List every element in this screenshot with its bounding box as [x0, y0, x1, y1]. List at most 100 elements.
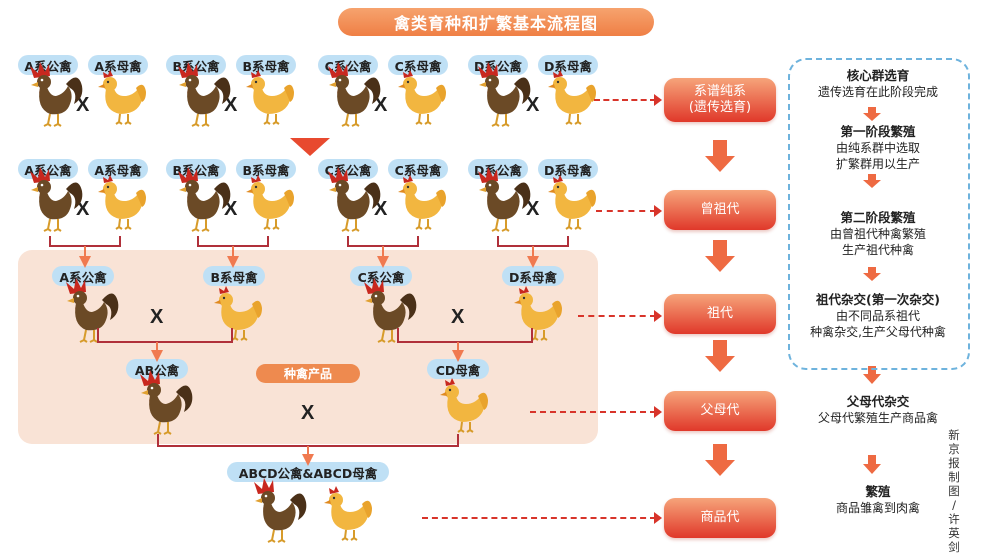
- credit-text: 新京报制图/许英剑: [948, 428, 960, 554]
- stage-great-grandparent: 曾祖代: [664, 190, 776, 230]
- row1-d-rooster-label: D系公禽: [468, 55, 528, 75]
- cross-mark: X: [526, 198, 540, 220]
- cross-mark: X: [526, 94, 540, 116]
- process-step-title: 祖代杂交(第一次杂交): [816, 292, 940, 307]
- rooster-icon: [477, 61, 532, 127]
- hen-icon: [97, 69, 147, 125]
- dash-arrowhead-icon: [654, 406, 662, 418]
- stage-parent: 父母代: [664, 391, 776, 431]
- dash-arrowhead-icon: [654, 512, 662, 524]
- row3-connectors: [97, 328, 533, 343]
- process-step-title: 父母代杂交: [846, 394, 910, 409]
- row2-d-rooster-label: D系公禽: [468, 159, 528, 179]
- breeding-stock-panel: [18, 250, 598, 444]
- process-arrows: [863, 107, 881, 474]
- rooster-icon: [363, 277, 418, 343]
- process-step-desc: 由曾祖代种禽繁殖: [829, 227, 926, 241]
- hen-icon: [439, 377, 489, 433]
- process-step-title: 第二阶段繁殖: [840, 210, 916, 225]
- rooster-icon: [477, 166, 532, 232]
- row3-a-rooster-label: A系公禽: [52, 266, 114, 286]
- cd-hen-label: CD母禽: [427, 359, 489, 379]
- stage-grandparent: 祖代: [664, 294, 776, 334]
- breeding-process-box: [788, 58, 970, 370]
- abcd-label: ABCD公禽&ABCD母禽: [227, 462, 389, 482]
- row1-a-hen-label: A系母禽: [88, 55, 148, 75]
- cross-mark: X: [150, 306, 164, 328]
- row3-d-hen-label: D系母禽: [502, 266, 564, 286]
- row2-d-hen-label: D系母禽: [538, 159, 598, 179]
- rooster-icon: [253, 477, 308, 543]
- process-step-desc: 遗传选育在此阶段完成: [817, 85, 938, 99]
- row2-b-hen-label: B系母禽: [236, 159, 296, 179]
- process-step-first: 第一阶段繁殖 由纯系群中选取 扩繁群用以生产: [790, 124, 966, 172]
- dash-arrowhead-icon: [654, 205, 662, 217]
- rooster-icon: [327, 166, 382, 232]
- row2-c-hen-label: C系母禽: [388, 159, 448, 179]
- stage-pure-line-subtitle: (遗传选育): [688, 100, 752, 115]
- hen-icon: [245, 69, 295, 125]
- cross-mark: X: [451, 306, 465, 328]
- hen-icon: [397, 174, 447, 230]
- row1-c-rooster-label: C系公禽: [318, 55, 378, 75]
- process-step-desc: 商品雏禽到肉禽: [835, 501, 920, 515]
- row2-c-rooster-label: C系公禽: [318, 159, 378, 179]
- process-step-core: 核心群选育 遗传选育在此阶段完成: [790, 68, 966, 100]
- process-step-title: 核心群选育: [846, 68, 910, 83]
- cross-mark: X: [374, 94, 388, 116]
- process-step-desc: 由纯系群中选取: [835, 141, 920, 155]
- cross-mark: X: [301, 402, 315, 424]
- row2-connectors: [49, 236, 569, 247]
- rooster-icon: [29, 61, 84, 127]
- hen-icon: [547, 69, 597, 125]
- row2-a-hen-label: A系母禽: [88, 159, 148, 179]
- process-step-desc: 父母代繁殖生产商品禽: [817, 411, 938, 425]
- rooster-icon: [139, 369, 194, 435]
- hen-icon: [213, 285, 263, 341]
- stage-commercial: 商品代: [664, 498, 776, 538]
- row3-down-arrows: [151, 342, 464, 362]
- rooster-icon: [177, 166, 232, 232]
- dash-line-grandparent: [578, 315, 656, 317]
- rooster-icon: [327, 61, 382, 127]
- row1-b-hen-label: B系母禽: [236, 55, 296, 75]
- process-step-grandparent-cross: 祖代杂交(第一次杂交) 由不同品系祖代 种禽杂交,生产父母代种禽: [790, 292, 966, 340]
- rooster-icon: [65, 277, 120, 343]
- row3-b-hen-label: B系母禽: [203, 266, 265, 286]
- rooster-icon: [177, 61, 232, 127]
- ab-rooster-label: AB公禽: [126, 359, 188, 379]
- breeding-product-tag: 种禽产品: [256, 364, 360, 383]
- hen-icon: [97, 174, 147, 230]
- row3-c-rooster-label: C系公禽: [350, 266, 412, 286]
- dash-arrowhead-icon: [654, 94, 662, 106]
- hen-icon: [323, 485, 373, 541]
- process-step-breeding: 繁殖 商品雏禽到肉禽: [790, 484, 966, 516]
- diagram-title: 禽类育种和扩繁基本流程图: [338, 8, 654, 36]
- row2-down-arrows: [79, 246, 539, 268]
- down-arrow-icon: [290, 138, 330, 156]
- process-step-desc: 扩繁群用以生产: [835, 157, 920, 171]
- stage-pure-line: 系谱纯系 (遗传选育): [664, 78, 776, 122]
- hen-icon: [513, 285, 563, 341]
- hen-icon: [547, 174, 597, 230]
- process-step-parent-cross: 父母代杂交 父母代繁殖生产商品禽: [790, 394, 966, 426]
- hen-icon: [397, 69, 447, 125]
- process-step-title: 繁殖: [865, 484, 891, 499]
- dash-line-great-grandparent: [596, 210, 656, 212]
- row1-d-hen-label: D系母禽: [538, 55, 598, 75]
- process-step-desc: 由不同品系祖代: [835, 309, 920, 323]
- dash-line-parent: [530, 411, 656, 413]
- cross-mark: X: [76, 94, 90, 116]
- process-step-desc: 种禽杂交,生产父母代种禽: [810, 325, 946, 339]
- process-step-desc: 生产祖代种禽: [841, 243, 914, 257]
- dash-line-pure-line: [594, 99, 656, 101]
- stage-arrows: [705, 140, 735, 476]
- process-step-title: 第一阶段繁殖: [840, 124, 916, 139]
- process-step-second: 第二阶段繁殖 由曾祖代种禽繁殖 生产祖代种禽: [790, 210, 966, 258]
- stage-pure-line-title: 系谱纯系: [693, 83, 746, 99]
- cross-mark: X: [224, 94, 238, 116]
- row4-connector: [157, 434, 459, 447]
- hen-icon: [245, 174, 295, 230]
- row1-c-hen-label: C系母禽: [388, 55, 448, 75]
